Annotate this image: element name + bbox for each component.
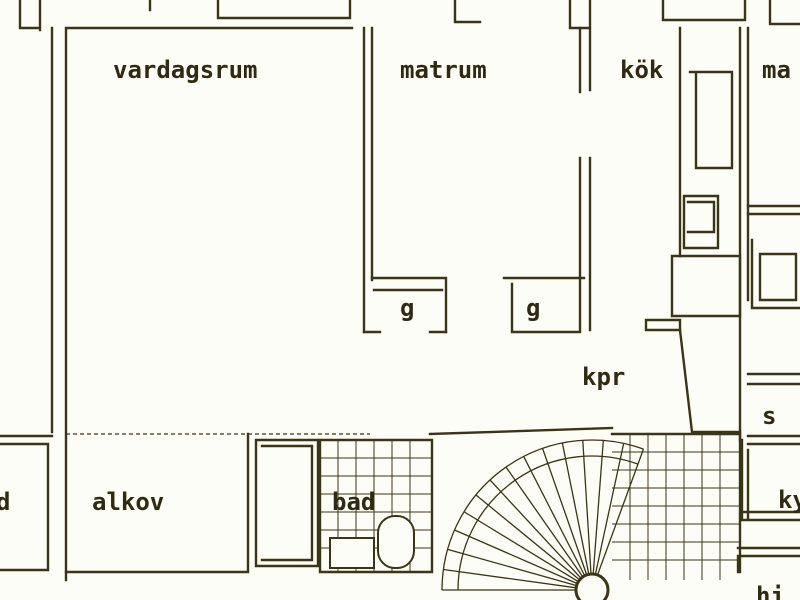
label-vardagsrum: vardagsrum <box>113 56 258 84</box>
partition-kok <box>502 26 592 334</box>
exterior-walls <box>0 26 750 582</box>
stair-tread <box>582 440 592 575</box>
label-bad: bad <box>332 488 375 516</box>
stair-tread <box>523 456 586 577</box>
stair-tread <box>443 568 577 589</box>
stair-tread <box>541 448 588 576</box>
partition-matrum <box>362 26 448 334</box>
bathroom <box>318 438 434 574</box>
stair-tread <box>463 511 579 583</box>
kitchen-fittings <box>644 26 742 332</box>
label-matrum-right: ma <box>762 56 791 84</box>
stair-newel <box>574 572 610 600</box>
spiral-staircase <box>441 439 645 600</box>
label-left-d: d <box>0 488 10 516</box>
right-rooms <box>736 204 800 574</box>
stair-tread <box>489 479 582 579</box>
stair-tread <box>592 440 604 575</box>
label-alkov: alkov <box>92 488 164 516</box>
stair-tread <box>505 466 584 578</box>
label-g-right: g <box>526 294 540 322</box>
corridor-wall <box>428 328 742 436</box>
top-wall-stubs <box>18 0 800 32</box>
label-g-left: g <box>400 294 414 322</box>
stair-hall-tiles <box>610 432 742 580</box>
label-right-hi: hi <box>756 582 785 600</box>
stair-tread <box>447 548 577 587</box>
stair-tread <box>561 442 590 575</box>
stair-tread <box>594 443 625 575</box>
stair-tread <box>475 494 581 581</box>
label-right-s: s <box>762 402 776 430</box>
stair-tread <box>596 448 645 576</box>
label-kok: kök <box>620 56 664 84</box>
label-right-ky: ky <box>778 486 800 514</box>
alkov-bed <box>254 438 320 568</box>
label-matrum: matrum <box>400 56 487 84</box>
stair-tread <box>454 529 578 585</box>
label-kpr: kpr <box>582 363 625 391</box>
